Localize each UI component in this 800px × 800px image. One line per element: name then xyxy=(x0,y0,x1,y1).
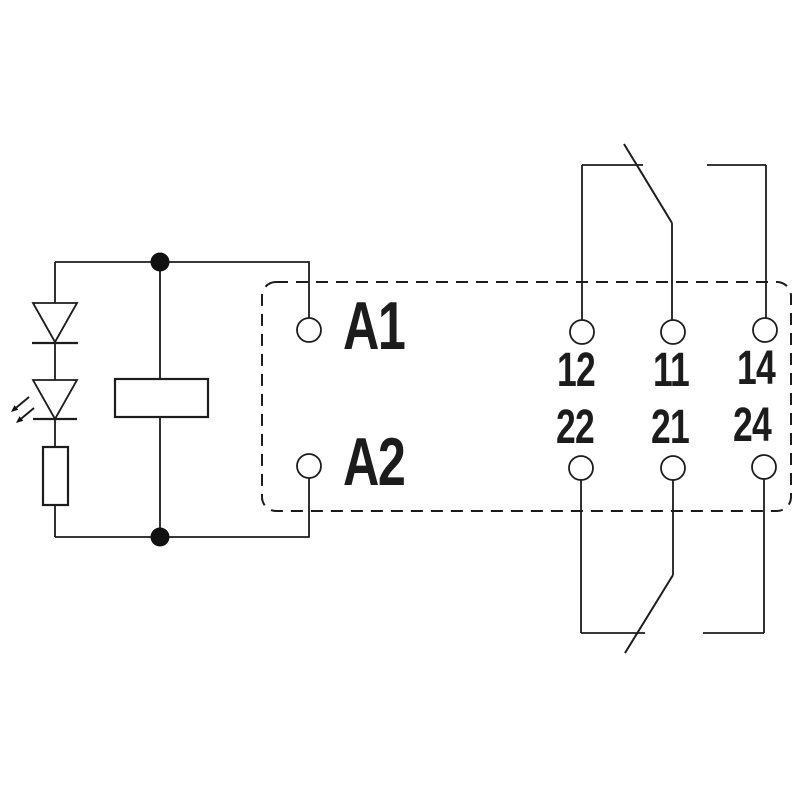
junction-dot-bottom xyxy=(150,527,170,547)
terminal-21-circle xyxy=(660,455,686,481)
terminal-12-circle xyxy=(569,319,595,345)
terminal-14-label-wrap: 14 xyxy=(737,341,777,394)
led-triangle xyxy=(31,379,79,421)
terminal-a2-circle xyxy=(296,453,322,479)
contact1-switch-blade xyxy=(623,143,673,224)
terminal-a1-label-wrap: A1 xyxy=(343,288,406,364)
junction-dot-top xyxy=(150,252,170,272)
terminal-22-label-wrap: 22 xyxy=(556,400,595,453)
contact-set-1: 12 11 14 xyxy=(557,143,778,396)
terminal-21-label-wrap: 21 xyxy=(651,400,690,453)
terminal-21-label: 21 xyxy=(651,400,689,453)
series-resistor xyxy=(41,445,70,507)
terminal-a1-circle xyxy=(296,317,322,343)
terminal-12-label: 12 xyxy=(557,343,595,396)
terminal-24-circle xyxy=(751,454,777,480)
status-led xyxy=(11,379,79,423)
terminal-11-circle xyxy=(660,319,686,345)
led-arrow-1-head xyxy=(11,405,19,412)
bottom-rail-wire xyxy=(55,478,310,538)
diode-triangle xyxy=(31,302,79,344)
terminal-12-label-wrap: 12 xyxy=(557,343,596,396)
led-arrow-2-shaft xyxy=(20,407,35,420)
terminal-a2-label-wrap: A2 xyxy=(343,424,406,500)
led-arrow-2-head xyxy=(16,416,24,423)
contact2-switch-blade xyxy=(624,574,674,654)
top-rail-wire xyxy=(55,261,310,318)
relay-body-outline xyxy=(261,281,792,512)
terminal-14-label: 14 xyxy=(737,341,776,394)
relay-coil xyxy=(113,377,210,419)
led-light-arrows-icon xyxy=(11,396,35,423)
terminal-24-label-wrap: 24 xyxy=(733,398,773,451)
coil-circuit: A1 A2 xyxy=(11,252,406,547)
terminal-a2-label: A2 xyxy=(343,424,404,500)
terminal-14-circle xyxy=(752,317,778,343)
terminal-22-label: 22 xyxy=(556,400,594,453)
terminal-11-label-wrap: 11 xyxy=(653,343,690,396)
contact-set-2: 22 21 24 xyxy=(556,398,777,654)
led-arrow-1-shaft xyxy=(15,396,30,409)
terminal-24-label: 24 xyxy=(733,398,772,451)
terminal-22-circle xyxy=(568,455,594,481)
terminal-11-label: 11 xyxy=(653,343,689,396)
terminal-a1-label: A1 xyxy=(343,288,405,364)
protection-diode xyxy=(31,302,79,345)
